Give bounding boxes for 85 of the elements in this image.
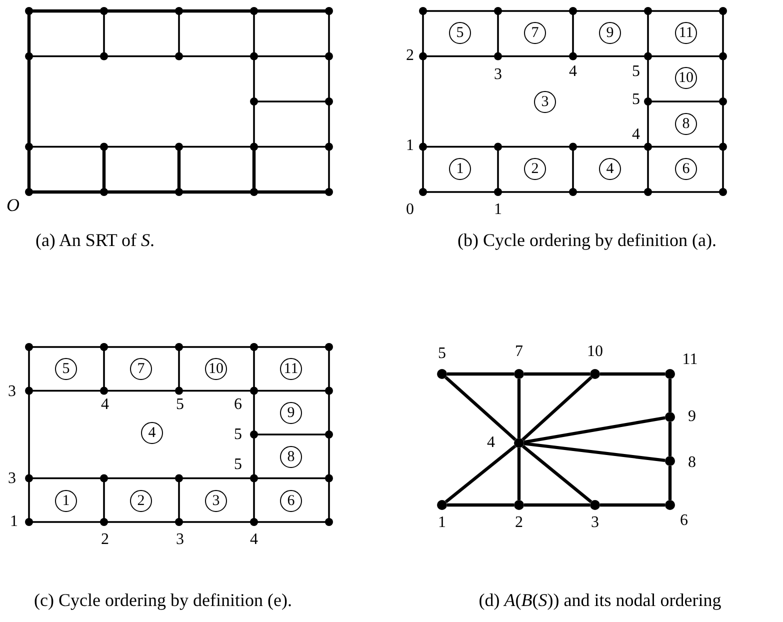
circled-number: 11	[675, 22, 697, 44]
circled-number: 7	[130, 358, 152, 380]
vertex-number: 11	[682, 352, 698, 368]
graph-vertex	[665, 456, 675, 466]
graph-edge	[668, 466, 672, 500]
vertex-number: 10	[587, 344, 603, 360]
graph-edge	[668, 422, 672, 456]
graph-vertex	[665, 369, 675, 379]
caption: (a) An SRT of S.	[35, 231, 155, 249]
graph-edge	[444, 444, 516, 504]
vertex-number: 3	[591, 515, 599, 531]
vertex-number: 6	[680, 513, 688, 529]
graph-edge	[522, 376, 592, 441]
graph-vertex	[590, 500, 600, 510]
vertex-number: 1	[10, 514, 18, 530]
graph-vertex	[590, 369, 600, 379]
graph-edge	[517, 448, 521, 500]
circled-number: 4	[599, 158, 621, 180]
graph-edge	[524, 442, 666, 462]
vertex-number: 5	[234, 427, 242, 443]
graph-edge	[600, 503, 665, 507]
circled-number: 1	[55, 490, 77, 512]
vertex-number: 8	[688, 455, 696, 471]
graph-edge	[524, 416, 666, 444]
vertex-number: 4	[487, 435, 495, 451]
vertex-number: 5	[176, 397, 184, 413]
vertex-number: 6	[234, 397, 242, 413]
circled-number: 5	[55, 358, 77, 380]
circled-number: 7	[524, 22, 546, 44]
vertex-number: 4	[569, 64, 577, 80]
vertex-number: 4	[632, 127, 640, 143]
circled-number: 9	[280, 402, 302, 424]
vertex-number: 2	[406, 48, 414, 64]
vertex-number: 4	[101, 397, 109, 413]
circled-number: 6	[280, 490, 302, 512]
graph-vertex	[514, 369, 524, 379]
vertex-number: 5	[234, 457, 242, 473]
vertex-number: 1	[438, 515, 446, 531]
graph-edge	[524, 503, 590, 507]
vertex-number: 4	[250, 532, 258, 548]
vertex-number: 3	[494, 67, 502, 83]
circled-number: 1	[449, 158, 471, 180]
circled-number: 8	[280, 446, 302, 468]
circled-number: 8	[675, 113, 697, 135]
vertex-number: 2	[515, 515, 523, 531]
graph-vertex	[665, 500, 675, 510]
graph-edge	[600, 372, 665, 376]
vertex-number: 5	[632, 64, 640, 80]
circled-number: 9	[599, 22, 621, 44]
vertex-number: 3	[8, 471, 16, 487]
graph-vertex	[437, 500, 447, 510]
graph-vertex	[514, 500, 524, 510]
graph-edge	[524, 372, 590, 376]
origin-label: O	[6, 196, 20, 214]
vertex-number: 1	[494, 202, 502, 218]
circled-number: 2	[524, 158, 546, 180]
circled-number: 10	[205, 358, 227, 380]
vertex-number: 2	[101, 532, 109, 548]
graph-edge	[517, 379, 521, 438]
caption: (c) Cycle ordering by definition (e).	[34, 591, 292, 609]
graph-edge	[447, 372, 514, 376]
circled-number: 4	[141, 422, 163, 444]
graph-vertex	[437, 369, 447, 379]
graph-edge	[522, 444, 592, 504]
vertex-number: 0	[406, 202, 414, 218]
vertex-number: 7	[515, 344, 523, 360]
circled-number: 10	[675, 67, 697, 89]
circled-number: 5	[449, 22, 471, 44]
vertex-number: 5	[632, 92, 640, 108]
graph-vertex	[665, 412, 675, 422]
caption: (b) Cycle ordering by definition (a).	[458, 231, 716, 249]
circled-number: 11	[280, 358, 302, 380]
circled-number: 2	[130, 490, 152, 512]
vertex-number: 1	[406, 138, 414, 154]
graph-edge	[668, 379, 672, 412]
vertex-number: 3	[8, 384, 16, 400]
circled-number: 3	[205, 490, 227, 512]
circled-number: 3	[534, 91, 556, 113]
vertex-number: 5	[438, 346, 446, 362]
graph-edge	[444, 376, 516, 441]
circled-number: 6	[675, 158, 697, 180]
vertex-number: 9	[688, 409, 696, 425]
caption: (d) A(B(S)) and its nodal ordering	[478, 591, 722, 609]
vertex-number: 3	[176, 532, 184, 548]
graph-edge	[447, 503, 514, 507]
